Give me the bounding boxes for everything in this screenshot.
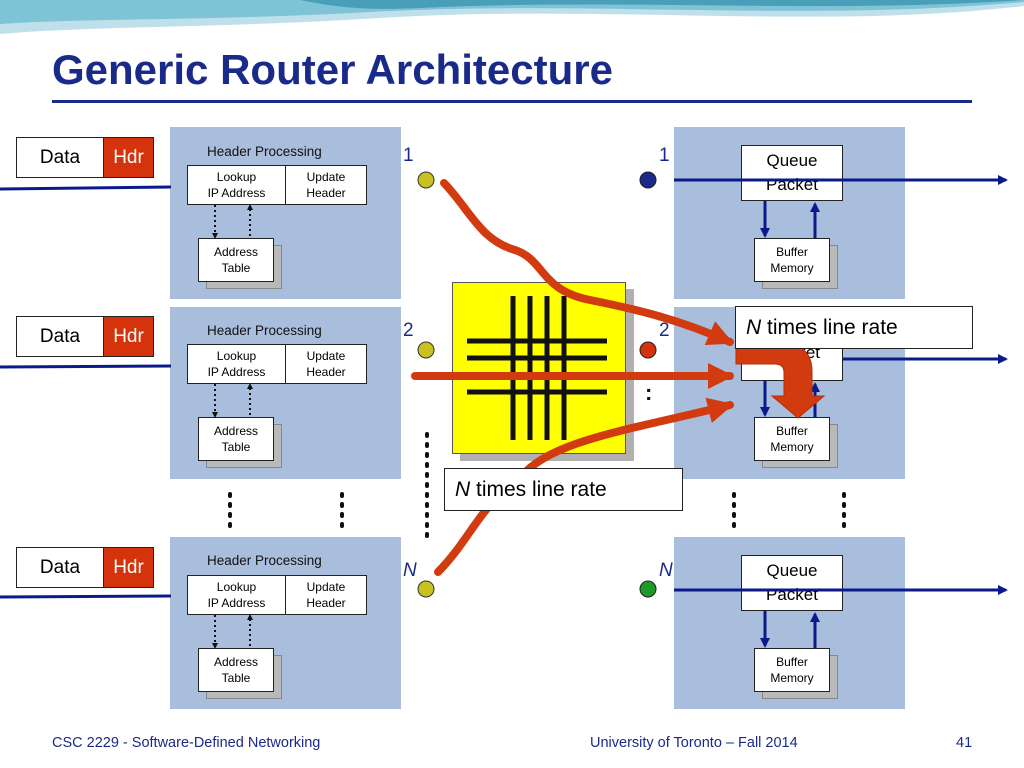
input-line-n [0,594,172,599]
lookup-divider [285,344,286,384]
buffer-memory: Buffer Memory [754,648,830,692]
input-port-label-2: 2 [403,320,414,341]
footer-university: University of Toronto – Fall 2014 [590,735,798,751]
update-header: Update Header [306,349,346,379]
packet-data: Data [16,547,104,588]
input-port-dot-n [417,580,435,598]
packet-hdr: Hdr [103,547,154,588]
crossbar-switch [452,282,626,454]
output-port-label-n: N [659,560,673,581]
lookup-ip-address: Lookup IP Address [207,170,266,200]
callout-n: N [746,315,762,339]
lookup-update-box [187,344,367,384]
output-port-label-1: 1 [659,145,670,166]
footer-page-number: 41 [956,735,973,751]
callout-n: N [455,477,471,501]
input-line-2 [0,364,172,369]
output-port-dot-1 [639,171,657,189]
lookup-update-box [187,575,367,615]
address-table: Address Table [198,417,274,461]
output-port-dot-2 [639,341,657,359]
footer-course: CSC 2229 - Software-Defined Networking [52,735,321,751]
callout-crossbar-rate: N times line rate [444,468,683,511]
address-table: Address Table [198,648,274,692]
input-port-dot-2 [417,341,435,359]
input-port-label-n: N [403,560,417,581]
packet-hdr: Hdr [103,137,154,178]
update-header: Update Header [306,170,346,200]
header-wave-decoration [0,0,1024,34]
input-port-label-1: 1 [403,145,414,166]
output-port-dot-n [639,580,657,598]
slide-title: Generic Router Architecture [52,46,613,93]
input-port-dot-1 [417,171,435,189]
lookup-ip-address: Lookup IP Address [207,580,266,610]
callout-text: times line rate [470,477,607,501]
title-underline [52,100,972,103]
packet-data: Data [16,316,104,357]
input-line-1 [0,185,172,191]
header-processing-title: Header Processing [207,144,322,159]
header-processing-title: Header Processing [207,323,322,338]
buffer-memory: Buffer Memory [754,238,830,282]
address-table: Address Table [198,238,274,282]
buffer-memory: Buffer Memory [754,417,830,461]
callout-output-rate: N times line rate [735,306,973,349]
lookup-update-box [187,165,367,205]
lookup-ip-address: Lookup IP Address [207,349,266,379]
queue-packet-box: Queue Packet [741,145,843,201]
lookup-divider [285,575,286,615]
output-port-label-2: 2 [659,320,670,341]
output-ellipsis-colon: : [645,380,653,405]
queue-packet-box: Queue Packet [741,555,843,611]
header-processing-title: Header Processing [207,553,322,568]
packet-hdr: Hdr [103,316,154,357]
lookup-divider [285,165,286,205]
packet-data: Data [16,137,104,178]
callout-text: times line rate [761,315,898,339]
update-header: Update Header [306,580,346,610]
